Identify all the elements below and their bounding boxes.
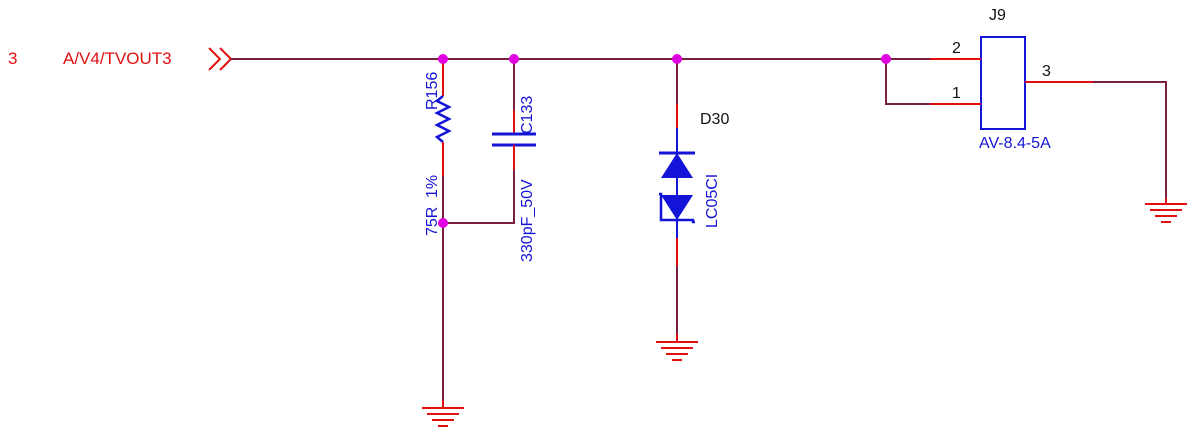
j9-pin1-link-wire bbox=[885, 59, 930, 105]
junction-dot bbox=[881, 54, 891, 64]
c133-ref-label: C133 bbox=[519, 96, 536, 134]
j9-ref-label: J9 bbox=[989, 7, 1006, 24]
junction-dot bbox=[672, 54, 682, 64]
d30-part-label: LC05CI bbox=[704, 174, 721, 228]
junctions bbox=[438, 54, 891, 228]
j9-pin1-number: 1 bbox=[952, 85, 961, 102]
ground-symbol-d30 bbox=[656, 334, 698, 361]
connector-j9[interactable]: J9 2 1 3 AV-8.4-5A bbox=[930, 7, 1093, 152]
junction-dot bbox=[438, 218, 448, 228]
port-net-name: A/V4/TVOUT3 bbox=[63, 49, 172, 68]
port-arrow-outer bbox=[208, 47, 222, 71]
r156-body bbox=[434, 95, 452, 143]
j9-body bbox=[980, 36, 1026, 130]
r156-ref-label: R156 bbox=[424, 72, 441, 110]
signal-net bbox=[231, 58, 930, 105]
j9-part-label: AV-8.4-5A bbox=[979, 135, 1051, 152]
resistor-r156[interactable]: R156 1% 75R bbox=[424, 59, 452, 236]
d30-triangle-upper bbox=[661, 153, 693, 178]
port-arrow-inner bbox=[219, 47, 233, 71]
offsheet-port[interactable]: 3 A/V4/TVOUT3 bbox=[8, 47, 233, 71]
j9-pin3-number: 3 bbox=[1042, 63, 1051, 80]
r156-tolerance-label: 1% bbox=[424, 175, 441, 198]
j9-ground-wire bbox=[1093, 81, 1167, 198]
d30-ref-label: D30 bbox=[700, 111, 729, 128]
junction-dot bbox=[438, 54, 448, 64]
ground-symbol-r156 bbox=[422, 400, 464, 427]
ground-symbol-j9 bbox=[1145, 198, 1187, 223]
c133-value-label: 330pF_50V bbox=[519, 179, 536, 262]
d30-bar-lower bbox=[659, 192, 695, 224]
r156-value-label: 75R bbox=[424, 207, 441, 236]
j9-pin2-number: 2 bbox=[952, 40, 961, 57]
c133-return-wire bbox=[443, 170, 515, 224]
junction-dot bbox=[509, 54, 519, 64]
capacitor-c133[interactable]: C133 330pF_50V bbox=[443, 59, 536, 262]
port-sheet-number: 3 bbox=[8, 49, 17, 68]
d30-triangle-lower bbox=[661, 195, 693, 220]
diode-d30[interactable]: D30 LC05CI bbox=[659, 59, 729, 334]
